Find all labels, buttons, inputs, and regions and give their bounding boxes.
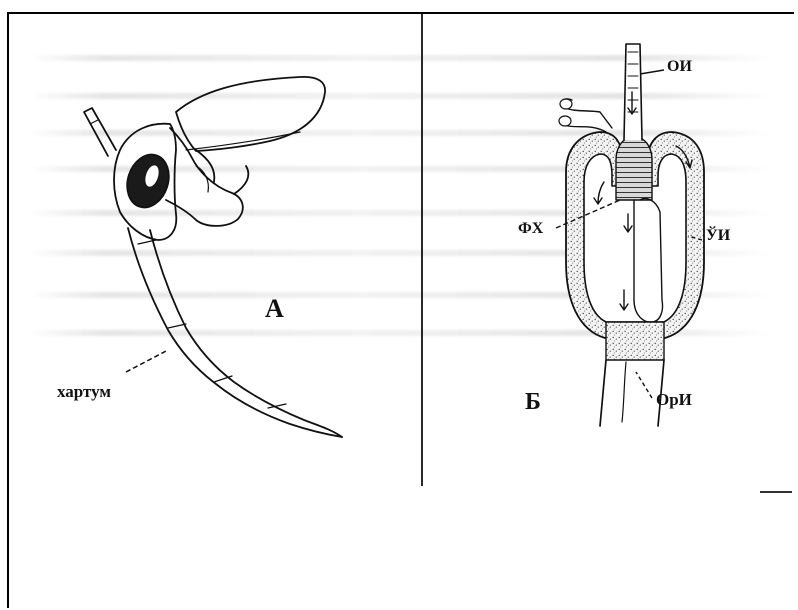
ori-label: ОрИ (656, 390, 692, 410)
oi-label: ОИ (667, 58, 692, 76)
antenna (84, 108, 116, 156)
proboscis (128, 228, 342, 437)
organ-cross-section (559, 44, 704, 426)
proboscis-leader-line (126, 350, 168, 372)
page-edge-mark (760, 491, 792, 493)
figure-a-letter: А (265, 294, 284, 324)
lower-neck (606, 322, 664, 360)
thorax (166, 128, 243, 226)
oi-leader-line (640, 70, 664, 74)
proboscis-label: хартум (57, 382, 111, 402)
hatched-chamber (616, 138, 652, 200)
wing (176, 77, 325, 151)
hindgut-tube (600, 360, 664, 426)
ori-leader-line (636, 372, 652, 398)
esophagus-tube (624, 44, 642, 140)
insect-head-illustration (84, 77, 342, 437)
ui-label: ЎИ (706, 227, 730, 245)
figure-b-letter: Б (525, 389, 541, 416)
fx-label: ФХ (518, 220, 543, 238)
